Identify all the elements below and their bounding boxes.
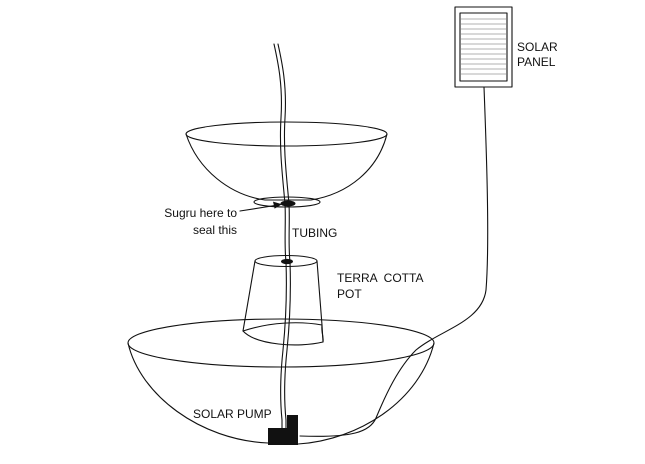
- terra-cotta-label-line1: TERRA COTTA: [337, 271, 423, 285]
- terra-cotta-pot: [242, 254, 324, 346]
- solar-pump: [268, 415, 298, 445]
- lower-bowl-body: [127, 342, 435, 445]
- solar-panel: [454, 6, 513, 88]
- tubing-label: TUBING: [292, 226, 337, 240]
- tubing: [273, 43, 291, 421]
- solar-panel-cable: [299, 86, 489, 437]
- lower-bowl: [127, 318, 435, 368]
- sugru-label-line1: Sugru here to: [164, 206, 237, 220]
- terra-cotta-label-line2: POT: [337, 287, 362, 301]
- upper-bowl: [185, 121, 388, 208]
- solar-pump-label: SOLAR PUMP: [193, 407, 272, 421]
- solar-panel-cells: [461, 18, 506, 75]
- pot-drain-hole: [281, 258, 293, 265]
- sugru-label-line2: seal this: [193, 223, 237, 237]
- solar-panel-label-line2: PANEL: [517, 55, 556, 69]
- sugru-arrow: [239, 201, 282, 212]
- upper-bowl-drain-hole: [280, 200, 296, 207]
- solar-panel-label-line1: SOLAR: [517, 40, 558, 54]
